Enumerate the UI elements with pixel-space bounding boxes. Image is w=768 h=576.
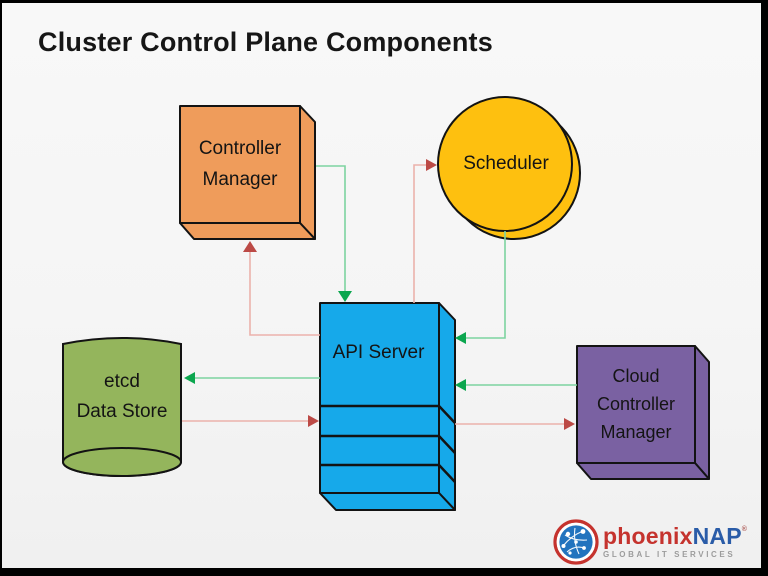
api-server-node: [319, 302, 456, 511]
api-server-slice-lines: [320, 404, 456, 483]
scheduler-front-circle: [437, 96, 573, 232]
etcd-node: [62, 337, 182, 477]
diagram-canvas: [62, 96, 710, 511]
edge-api-server-to-scheduler: [413, 159, 437, 303]
edge-controller-manager-to-api-server: [316, 165, 352, 302]
arrowhead-right-icon: [308, 415, 319, 427]
scheduler-node: [437, 96, 581, 240]
arrowhead-down-icon: [338, 291, 352, 302]
controller-manager-node: [179, 105, 316, 240]
cloud-controller-manager-side-face: [694, 345, 710, 480]
cloud-controller-manager-bottom-face: [576, 462, 710, 480]
etcd-bottom-rim: [62, 447, 182, 477]
edge-scheduler-to-api-server: [455, 231, 506, 344]
arrowhead-right-icon: [564, 418, 575, 430]
arrowhead-left-icon: [184, 372, 195, 384]
edge-api-server-to-controller-manager: [243, 241, 320, 336]
cloud-controller-manager-front-face: [576, 345, 696, 464]
edge-etcd-to-api-server: [182, 415, 319, 427]
edge-line: [316, 165, 346, 292]
arrowhead-left-icon: [455, 332, 466, 344]
registered-mark: ®: [741, 526, 748, 533]
controller-manager-side-face: [299, 105, 316, 240]
arrowhead-right-icon: [426, 159, 437, 171]
api-server-front-face: [319, 302, 440, 494]
cloud-controller-manager-node: [576, 345, 710, 480]
arrowhead-up-icon: [243, 241, 257, 252]
logo-brand-nap: NAP: [692, 523, 742, 549]
edge-line: [249, 252, 320, 336]
api-server-bottom-face: [319, 492, 456, 511]
edge-line: [413, 164, 426, 303]
controller-manager-bottom-face: [179, 222, 316, 240]
edge-api-server-to-cloud-controller-manager: [455, 418, 575, 430]
logo-brand-phoenix: phoenix: [603, 523, 693, 549]
page-title: Cluster Control Plane Components: [38, 27, 493, 57]
controller-manager-front-face: [179, 105, 301, 224]
phoenixnap-globe-icon: [553, 519, 599, 565]
logo-tagline: GLOBAL IT SERVICES: [603, 550, 736, 559]
edge-api-server-to-etcd: [184, 372, 320, 384]
edge-line: [466, 231, 506, 339]
edge-cloud-controller-manager-to-api-server: [455, 379, 577, 391]
arrowhead-left-icon: [455, 379, 466, 391]
